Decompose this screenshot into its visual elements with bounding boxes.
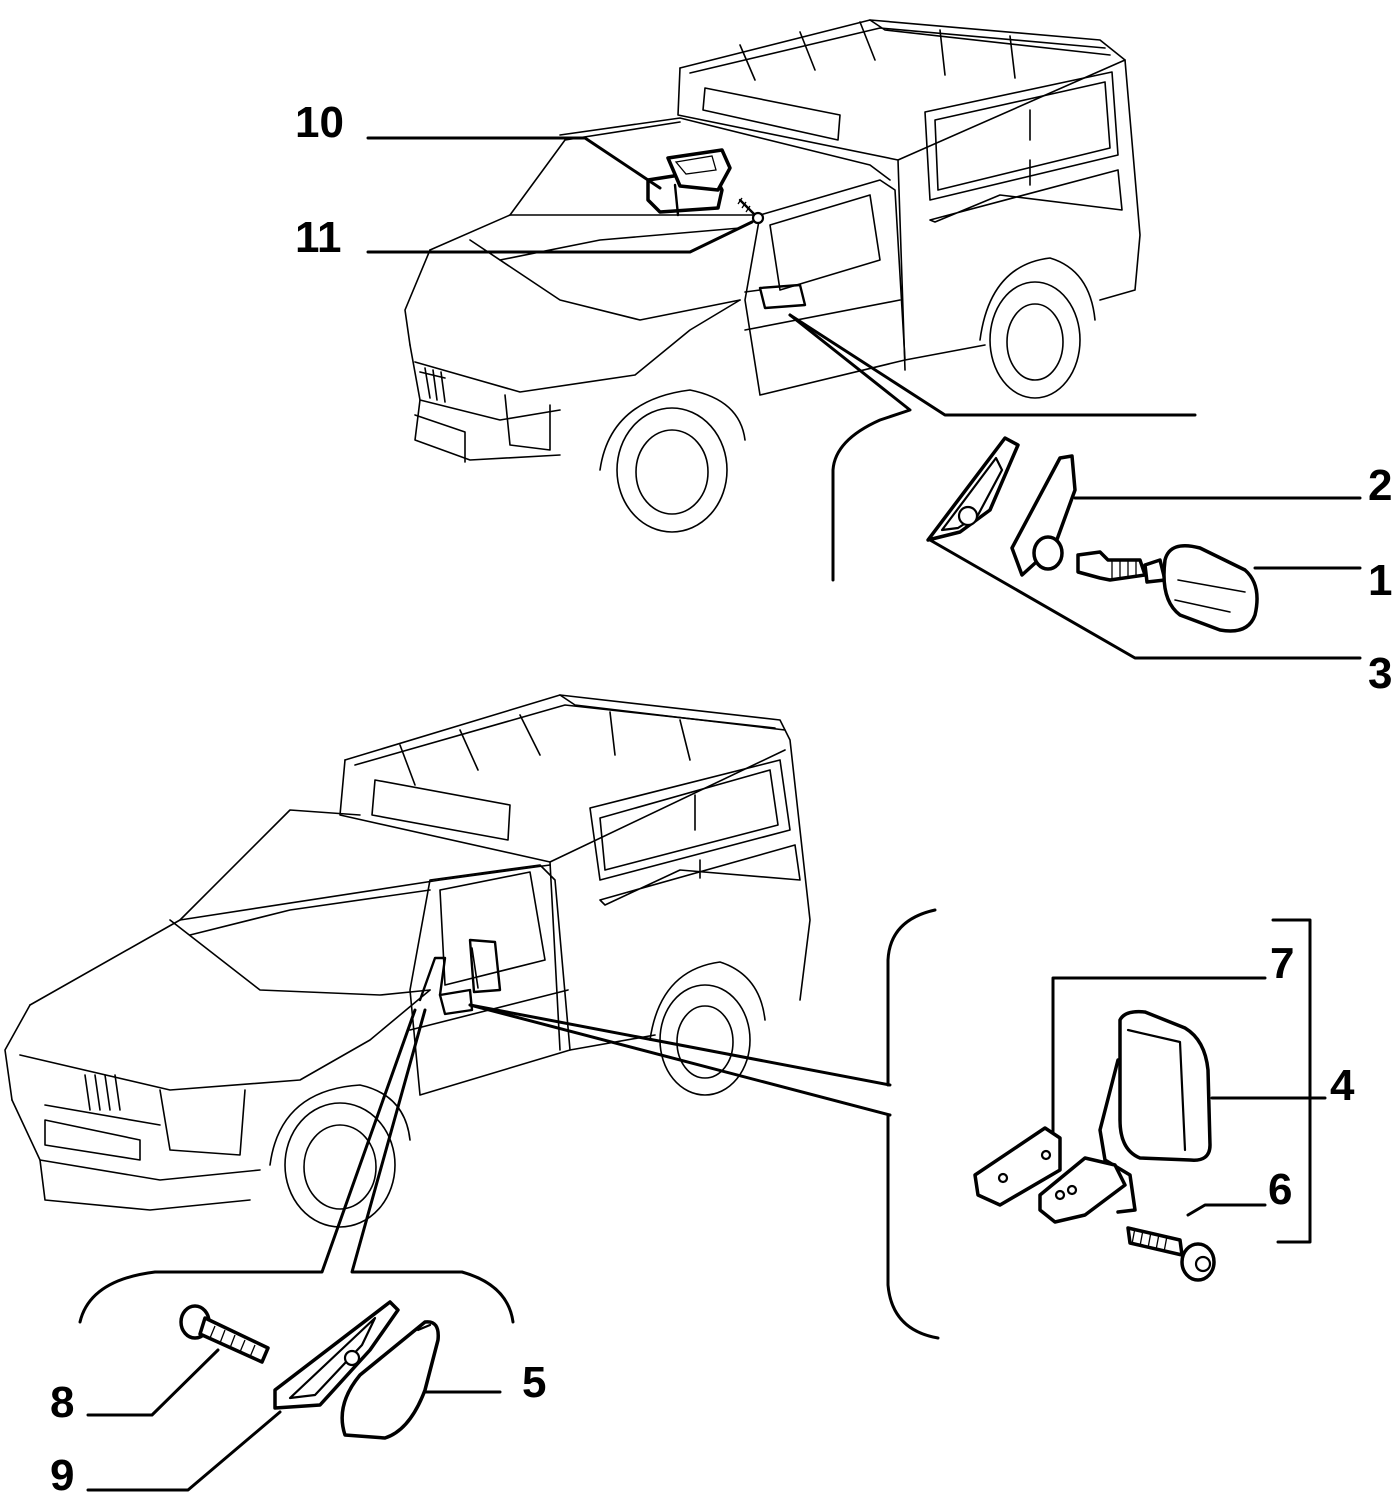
mirror-bracket-part: [1038, 1156, 1127, 1224]
callout-2: 2: [1368, 461, 1392, 510]
callout-labels: 10 11 2 1 3 7 4 6 5 8 9: [50, 98, 1392, 1500]
indicator-lens-part-1: [1162, 544, 1259, 633]
interior-mirror-part-10: [646, 148, 732, 217]
screw-part-8: [179, 1304, 270, 1364]
mirror-base-part-7: [973, 1126, 1062, 1207]
callout-3: 3: [1368, 649, 1392, 698]
indicator-gasket-part-3: [926, 436, 1020, 542]
van-bottom-illustration: [4, 694, 811, 1228]
callout-7: 7: [1270, 939, 1294, 988]
callout-4: 4: [1330, 1061, 1355, 1110]
callout-11: 11: [295, 213, 342, 262]
screw-part-11: [737, 197, 765, 225]
callout-9: 9: [50, 1451, 74, 1497]
callout-10: 10: [295, 98, 344, 147]
callout-8: 8: [50, 1378, 74, 1427]
gasket-part-9: [273, 1300, 400, 1410]
screw-part-6: [1126, 1226, 1216, 1282]
callout-1: 1: [1368, 556, 1392, 605]
leader-lines-top: [366, 136, 1362, 660]
trim-cover-part-5: [340, 1320, 440, 1440]
van-top-illustration: [404, 19, 1141, 533]
callout-5: 5: [522, 1358, 546, 1407]
callout-6: 6: [1268, 1165, 1292, 1214]
exterior-mirror-part-4: [1098, 1009, 1212, 1214]
bulb-holder-part: [1076, 550, 1167, 584]
indicator-bracket-part-2: [1010, 454, 1077, 577]
leader-lines-bottom: [78, 908, 1327, 1492]
